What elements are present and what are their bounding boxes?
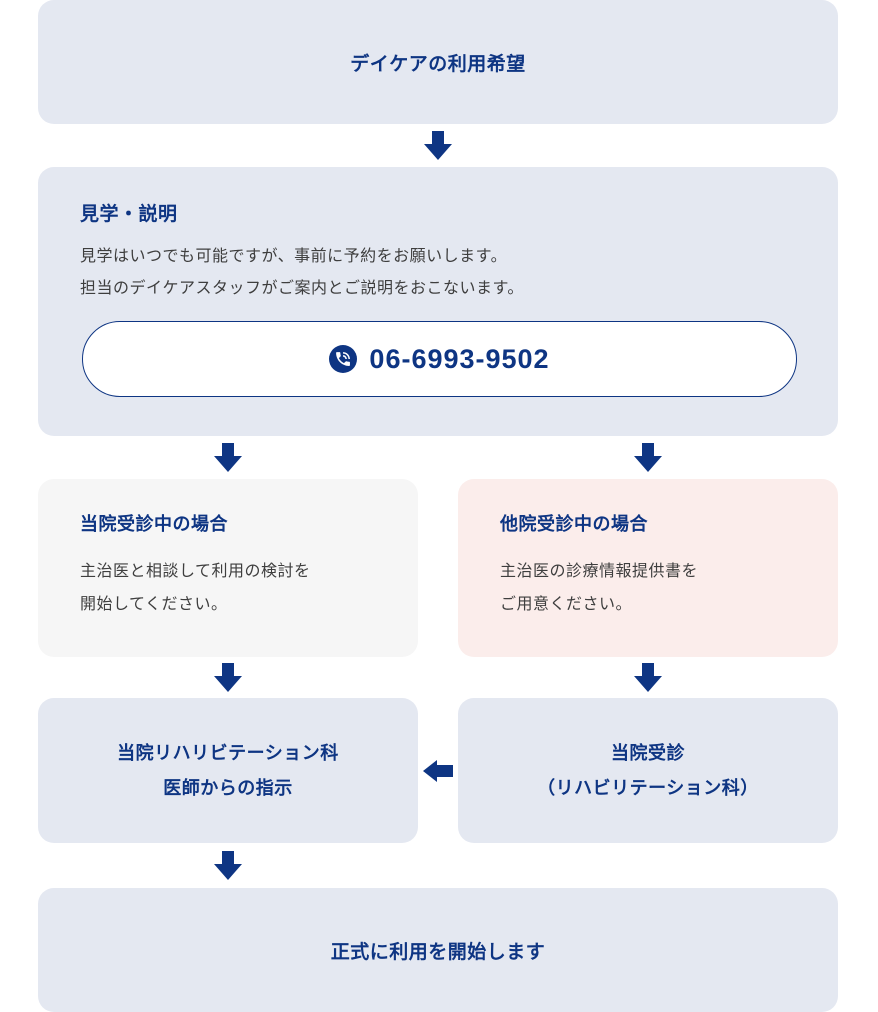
arrow-down-icon: [634, 663, 662, 692]
hospital-visit-box: 当院受診 （リハビリテーション科）: [458, 698, 838, 843]
step-tour-heading: 見学・説明: [80, 204, 178, 225]
arrow-left-wrap: [423, 698, 453, 843]
step-tour-body-line1: 見学はいつでも可能ですが、事前に予約をお願いします。: [80, 248, 508, 265]
case-our-hospital-body-line2: 開始してください。: [80, 596, 228, 613]
step-start-title: 正式に利用を開始します: [330, 941, 546, 963]
case-our-hospital-box: 当院受診中の場合 主治医と相談して利用の検討を 開始してください。: [38, 479, 418, 657]
case-other-hospital-body: 主治医の診療情報提供書を ご用意ください。: [500, 555, 808, 621]
arrow-down-icon: [634, 443, 662, 472]
hospital-visit-line1: 当院受診: [611, 742, 685, 763]
hospital-visit-line2: （リハビリテーション科）: [537, 777, 759, 798]
case-our-hospital-body: 主治医と相談して利用の検討を 開始してください。: [80, 555, 388, 621]
arrow-down-icon: [424, 131, 452, 160]
arrow-down-icon: [214, 443, 242, 472]
doctor-instruction-line2: 医師からの指示: [163, 777, 293, 798]
phone-call-button[interactable]: 06-6993-9502: [82, 321, 797, 397]
step-request-title: デイケアの利用希望: [350, 53, 526, 75]
phone-in-talk-icon: [329, 345, 358, 373]
case-row: 当院受診中の場合 主治医と相談して利用の検討を 開始してください。 他院受診中の…: [38, 479, 838, 657]
case-other-hospital-heading: 他院受診中の場合: [500, 514, 648, 534]
arrow-row-3: [38, 657, 838, 698]
step-request-box: デイケアの利用希望: [38, 0, 838, 124]
step-tour-body: 見学はいつでも可能ですが、事前に予約をお願いします。 担当のデイケアスタッフがご…: [80, 241, 838, 305]
arrow-row-1: [38, 124, 838, 167]
arrow-down-icon: [214, 851, 242, 880]
arrow-left-icon: [423, 759, 453, 782]
instruction-row: 当院リハリビテーション科 医師からの指示 当院受診 （リハビリテーション科）: [38, 698, 838, 843]
case-other-hospital-body-line2: ご用意ください。: [500, 596, 633, 613]
phone-number: 06-6993-9502: [369, 343, 550, 374]
case-other-hospital-box: 他院受診中の場合 主治医の診療情報提供書を ご用意ください。: [458, 479, 838, 657]
case-other-hospital-body-line1: 主治医の診療情報提供書を: [500, 563, 699, 580]
case-our-hospital-heading: 当院受診中の場合: [80, 514, 228, 534]
doctor-instruction-box: 当院リハリビテーション科 医師からの指示: [38, 698, 418, 843]
case-our-hospital-body-line1: 主治医と相談して利用の検討を: [80, 563, 311, 580]
arrow-row-2: [38, 436, 838, 479]
step-start-box: 正式に利用を開始します: [38, 888, 838, 1012]
arrow-down-icon: [214, 663, 242, 692]
step-tour-body-line2: 担当のデイケアスタッフがご案内とご説明をおこないます。: [80, 280, 524, 297]
arrow-row-4: [38, 843, 838, 888]
step-tour-box: 見学・説明 見学はいつでも可能ですが、事前に予約をお願いします。 担当のデイケア…: [38, 167, 838, 436]
doctor-instruction-line1: 当院リハリビテーション科: [117, 742, 339, 763]
